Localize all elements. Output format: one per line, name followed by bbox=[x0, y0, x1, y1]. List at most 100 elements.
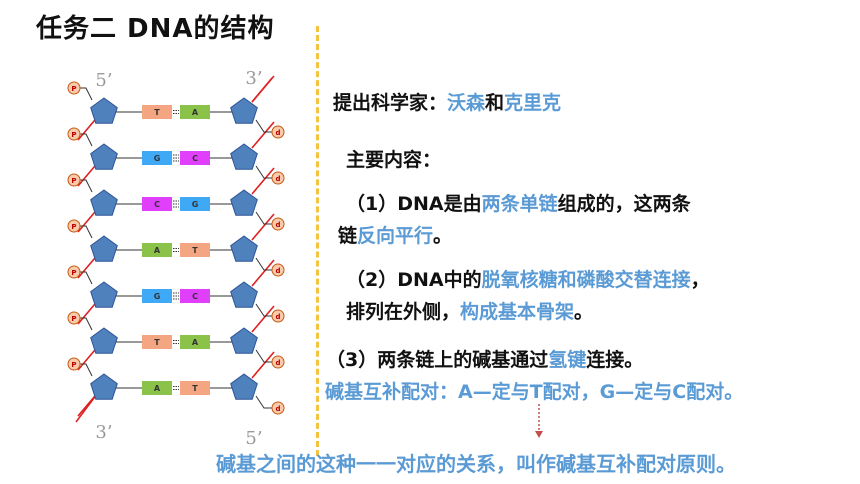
point-2-text-d: 。 bbox=[574, 301, 594, 323]
point-1-highlight-a: 两条单链 bbox=[481, 193, 558, 215]
point-2-highlight-b: 构成基本骨架 bbox=[460, 301, 575, 323]
base-right bbox=[180, 105, 210, 119]
base-right-label: A bbox=[192, 338, 199, 347]
base-left bbox=[142, 381, 172, 395]
point-2-text-a: （2）DNA中的 bbox=[346, 269, 482, 291]
phosphate-right bbox=[271, 263, 285, 277]
point-1-text-b: 组成的，这两条 bbox=[557, 193, 691, 215]
proposer-watson: 沃森 bbox=[447, 92, 486, 114]
base-right bbox=[180, 197, 210, 211]
phosphate-left-label: P bbox=[71, 85, 76, 93]
sugar-right bbox=[230, 373, 258, 400]
phosphate-left-label: P bbox=[71, 223, 76, 231]
base-left bbox=[142, 151, 172, 165]
complementary-principle: 碱基之间的这种一一对应的关系，叫作碱基互补配对原则。 bbox=[216, 452, 736, 476]
base-right bbox=[180, 335, 210, 349]
phosphate-right bbox=[271, 355, 285, 369]
base-left bbox=[142, 243, 172, 257]
base-left-label: A bbox=[154, 384, 161, 393]
phosphate-right bbox=[271, 125, 285, 139]
base-right-label: A bbox=[192, 108, 199, 117]
base-left-label: T bbox=[154, 338, 160, 347]
phosphate-left bbox=[67, 81, 81, 95]
base-right-label: C bbox=[192, 292, 198, 301]
right-backbone-segment bbox=[251, 213, 275, 241]
point-1-text-d: 。 bbox=[433, 225, 453, 247]
sugar-left bbox=[90, 281, 118, 308]
deoxyribose-right-label: d bbox=[275, 221, 280, 229]
base-right bbox=[180, 289, 210, 303]
point-2-text-b: ， bbox=[690, 269, 710, 291]
point-2: （2）DNA中的脱氧核糖和磷酸交替连接， 排列在外侧，构成基本骨架。 bbox=[346, 264, 710, 328]
phosphate-left bbox=[67, 127, 81, 141]
sugar-right bbox=[230, 97, 258, 124]
base-left bbox=[142, 289, 172, 303]
proposer-and: 和 bbox=[485, 92, 505, 114]
proposer-label: 提出科学家： bbox=[333, 92, 448, 114]
sugar-left bbox=[90, 189, 118, 216]
label-5-top: 5’ bbox=[95, 70, 112, 91]
base-right bbox=[180, 381, 210, 395]
right-backbone-segment bbox=[251, 121, 275, 149]
point-3-text-a: （3）两条链上的碱基通过 bbox=[326, 349, 549, 371]
point-1: （1）DNA是由两条单链组成的，这两条 链反向平行。 bbox=[338, 188, 691, 252]
phosphate-right bbox=[271, 217, 285, 231]
sugar-left bbox=[90, 235, 118, 262]
point-2-text-c: 排列在外侧， bbox=[346, 301, 461, 323]
down-arrow-icon bbox=[535, 404, 543, 438]
right-backbone-segment bbox=[251, 259, 275, 287]
base-right-label: C bbox=[192, 154, 198, 163]
phosphate-left-label: P bbox=[71, 177, 76, 185]
base-right bbox=[180, 243, 210, 257]
phosphate-left-label: P bbox=[71, 131, 76, 139]
right-backbone-start bbox=[251, 77, 273, 103]
base-left bbox=[142, 197, 172, 211]
point-2-highlight-a: 脱氧核糖和磷酸交替连接 bbox=[481, 269, 691, 291]
base-left-label: G bbox=[154, 292, 161, 301]
label-3-bottom: 3’ bbox=[95, 422, 112, 443]
base-right-label: T bbox=[192, 246, 198, 255]
deoxyribose-right-label: d bbox=[275, 175, 280, 183]
point-1-highlight-b: 反向平行 bbox=[357, 225, 434, 247]
phosphate-right bbox=[271, 401, 285, 415]
base-left bbox=[142, 335, 172, 349]
base-right-label: T bbox=[192, 384, 198, 393]
main-content-label: 主要内容： bbox=[346, 149, 442, 171]
page-title: 任务二 DNA的结构 bbox=[36, 14, 275, 44]
base-left-label: C bbox=[154, 200, 160, 209]
base-left-label: G bbox=[154, 154, 161, 163]
proposer-crick: 克里克 bbox=[504, 92, 562, 114]
pairing-rule: 碱基互补配对：A—定与T配对，G—定与C配对。 bbox=[325, 381, 744, 403]
sugar-right bbox=[230, 327, 258, 354]
base-left-label: T bbox=[154, 108, 160, 117]
phosphate-left-label: P bbox=[71, 361, 76, 369]
base-right bbox=[180, 151, 210, 165]
deoxyribose-right-label: d bbox=[275, 405, 280, 413]
deoxyribose-right-label: d bbox=[275, 267, 280, 275]
phosphate-left-label: P bbox=[71, 269, 76, 277]
divider-line bbox=[316, 26, 319, 456]
proposer-line: 提出科学家：沃森和克里克 bbox=[333, 88, 561, 115]
point-1-text-c: 链 bbox=[338, 225, 358, 247]
label-5-bottom: 5’ bbox=[245, 428, 262, 449]
deoxyribose-right-label: d bbox=[275, 359, 280, 367]
sugar-left bbox=[90, 373, 118, 400]
deoxyribose-right-label: d bbox=[275, 129, 280, 137]
sugar-right bbox=[230, 281, 258, 308]
right-backbone-segment bbox=[251, 351, 275, 379]
right-backbone-segment bbox=[251, 167, 275, 195]
label-3-top: 3’ bbox=[245, 68, 262, 89]
sugar-left bbox=[90, 97, 118, 124]
point-3: （3）两条链上的碱基通过氢键连接。 bbox=[326, 345, 643, 372]
sugar-right bbox=[230, 143, 258, 170]
point-3-highlight: 氢键 bbox=[548, 349, 587, 371]
phosphate-left bbox=[67, 265, 81, 279]
deoxyribose-right-label: d bbox=[275, 313, 280, 321]
base-right-label: G bbox=[192, 200, 199, 209]
phosphate-left-label: P bbox=[71, 315, 76, 323]
phosphate-left bbox=[67, 311, 81, 325]
phosphate-left bbox=[67, 173, 81, 187]
phosphate-right bbox=[271, 309, 285, 323]
sugar-right bbox=[230, 235, 258, 262]
